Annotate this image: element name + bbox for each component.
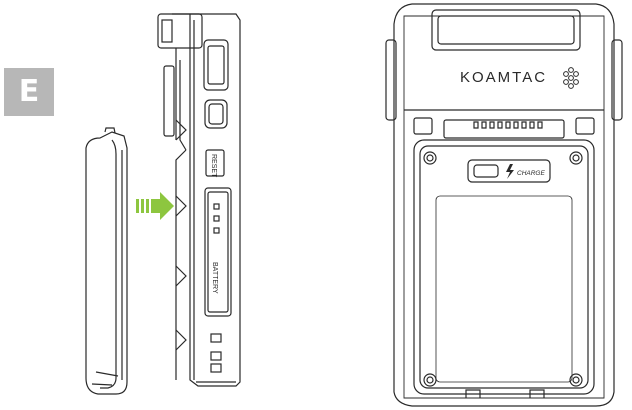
charge-label: CHARGE bbox=[517, 170, 545, 177]
device-back-view bbox=[385, 3, 623, 407]
battery-label: BATTERY bbox=[211, 262, 218, 294]
brand-logo-text: KOAMTAC bbox=[460, 69, 547, 86]
battery-pack-side-view bbox=[85, 127, 128, 395]
lightning-icon bbox=[506, 164, 514, 179]
reset-label: RESET bbox=[210, 154, 217, 178]
speaker-grille-icon bbox=[563, 67, 579, 89]
insert-arrow-icon bbox=[136, 192, 174, 220]
device-side-view bbox=[157, 13, 241, 387]
step-badge: E bbox=[4, 68, 54, 116]
